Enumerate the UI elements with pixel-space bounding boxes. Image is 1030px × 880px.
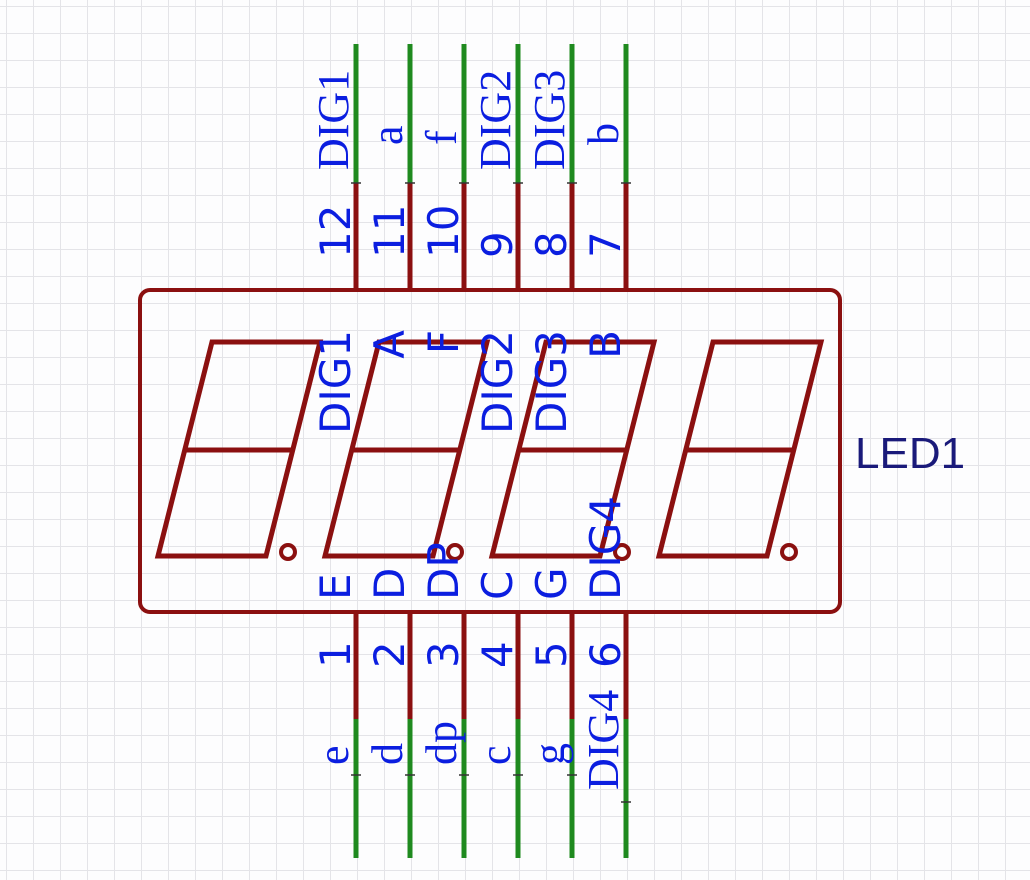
pin-name: DP (419, 542, 468, 600)
net-label: DIG2 (471, 70, 520, 170)
digit-outline (154, 339, 324, 559)
bottom-pin[interactable]: D 2 d (363, 568, 415, 858)
top-pin[interactable]: 7Bb (579, 44, 631, 359)
digits-group (154, 339, 825, 561)
pin-name: DIG3 (527, 330, 576, 434)
net-label: c (471, 745, 520, 765)
pin-number: 9 (473, 231, 522, 258)
decimal-point (613, 543, 631, 561)
component-body[interactable] (138, 288, 842, 614)
net-label: b (579, 123, 628, 145)
digit (154, 339, 324, 561)
bottom-pin[interactable]: G 5 g (525, 567, 577, 858)
pin-number: 5 (527, 641, 576, 668)
digit (321, 339, 491, 561)
pin-number: 7 (581, 231, 630, 258)
net-label: a (363, 125, 412, 145)
pin-number: 11 (365, 205, 414, 258)
digit-outline (655, 339, 825, 559)
pin-name: F (419, 330, 468, 354)
pin-name: A (365, 330, 414, 359)
pin-name: C (473, 571, 522, 600)
bottom-pin[interactable]: E 1 e (309, 573, 361, 858)
component-designator[interactable]: LED1 (855, 429, 965, 478)
net-label: dp (417, 721, 466, 765)
pin-number: 3 (419, 641, 468, 668)
pin-name: DIG4 (581, 496, 630, 600)
digit-outline (488, 339, 658, 559)
pin-name: DIG1 (311, 330, 360, 434)
net-label: DIG1 (309, 70, 358, 170)
decimal-point (780, 543, 798, 561)
digit-outline (321, 339, 491, 559)
pin-number: 6 (581, 641, 630, 668)
bottom-pin[interactable]: DP 3 dp (417, 542, 469, 858)
pin-number: 10 (419, 205, 468, 258)
pin-number: 2 (365, 641, 414, 668)
pin-name: DIG2 (473, 330, 522, 434)
pin-name: E (311, 573, 360, 600)
pin-number: 4 (473, 641, 522, 668)
net-label: g (525, 743, 574, 765)
net-label: DIG3 (525, 70, 574, 170)
net-label: e (309, 745, 358, 765)
net-label: DIG4 (579, 690, 628, 790)
net-label: d (363, 743, 412, 765)
net-label: f (417, 130, 466, 145)
pin-number: 1 (311, 641, 360, 668)
pin-number: 12 (311, 205, 360, 258)
pin-number: 8 (527, 231, 576, 258)
decimal-point (446, 543, 464, 561)
decimal-point (279, 543, 297, 561)
pin-name: D (365, 568, 414, 600)
pin-name: B (581, 330, 630, 359)
bottom-pin[interactable]: C 4 c (471, 571, 523, 858)
digit (488, 339, 658, 561)
pin-name: G (527, 567, 576, 600)
digit (655, 339, 825, 561)
